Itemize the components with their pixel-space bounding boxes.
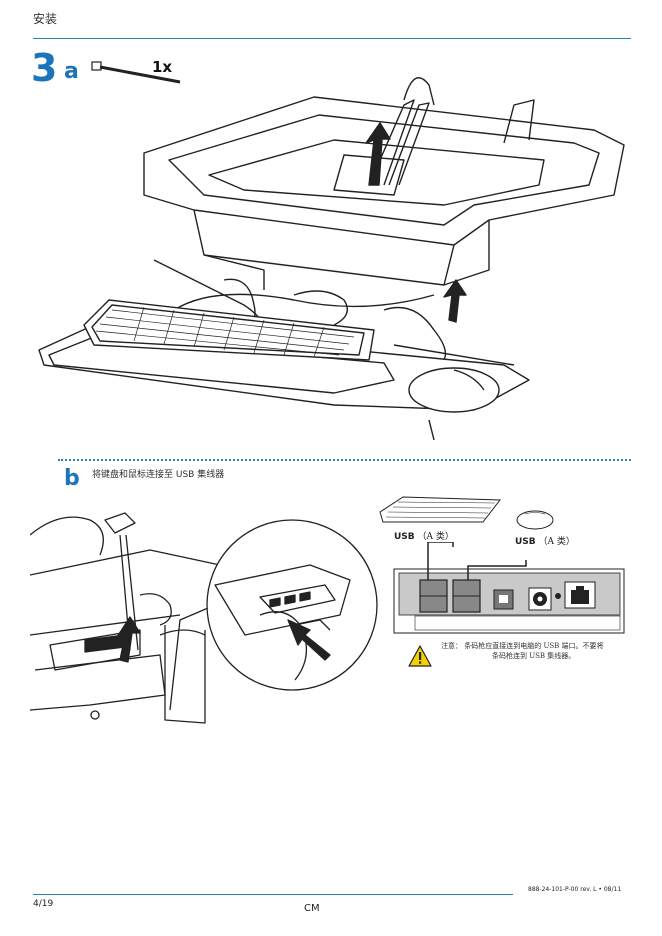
warning-note: 注意： 条码枪应直接连到电脑的 USB 端口。不要将 条码枪连到 USB 集线器… [441,641,636,661]
note-line-1: 条码枪应直接连到电脑的 USB 端口。不要将 [464,642,604,650]
mouse-port-usb: USB [515,537,536,547]
usb-hub-panel [393,542,625,634]
footer-center-text: CM [304,903,320,914]
cart-keyboard-tray-illustration [38,77,625,440]
mouse-icon [516,510,554,530]
warning-icon [408,645,432,667]
step-b-label: b [64,466,80,491]
section-title: 安装 [33,12,58,26]
step-separator [58,459,631,461]
footer-rule [33,894,513,895]
usb-hub-connection-illustration [30,512,378,724]
step-number: 3 [31,46,58,90]
header-rule [33,38,631,39]
keyboard-port-type: （A 类） [417,532,454,542]
cable-tie-quantity: 1x [152,58,173,76]
mouse-port-type: （A 类） [538,537,575,547]
page-number: 4/19 [33,899,54,909]
note-prefix: 注意： [441,642,462,650]
document-id: 888-24-101-P-00 rev. L • 08/11 [528,886,622,893]
note-line-2: 条码枪连到 USB 集线器。 [492,652,576,660]
mouse-port-label: USB （A 类） [515,534,575,547]
step-b-instruction: 将键盘和鼠标连接至 USB 集线器 [92,470,225,480]
cable-tie-icon [91,61,181,84]
step-a-label: a [64,59,79,84]
keyboard-port-label: USB （A 类） [394,529,454,542]
keyboard-port-usb: USB [394,532,415,542]
keyboard-icon [379,496,501,523]
